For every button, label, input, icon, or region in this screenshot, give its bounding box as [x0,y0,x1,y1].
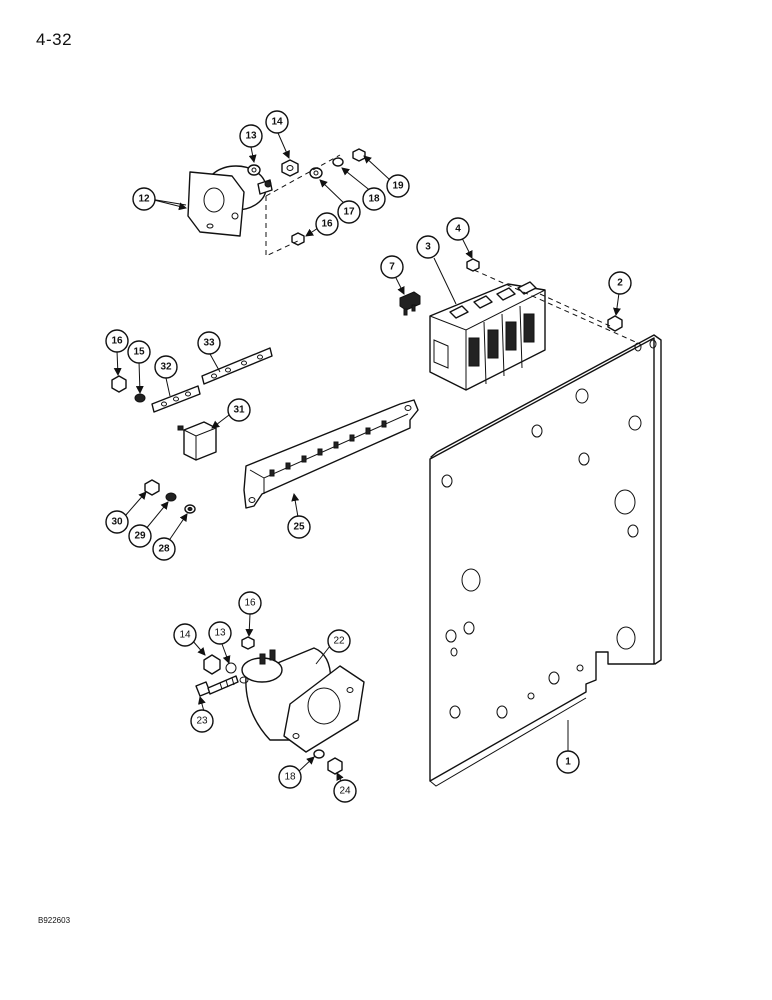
svg-text:16: 16 [321,219,333,230]
callout-33: 33 [197,331,221,355]
callout-23: 23 [190,709,214,733]
svg-text:25: 25 [293,522,305,533]
callout-12: 12 [132,187,156,211]
svg-text:15: 15 [133,347,145,358]
callout-31: 31 [227,398,251,422]
callout-25: 25 [287,515,311,539]
svg-text:32: 32 [160,362,172,373]
callout-18-lower: 18 [278,765,302,789]
relay-lower [239,647,365,753]
svg-text:2: 2 [617,278,623,289]
svg-text:7: 7 [389,262,395,273]
mounting-panel [429,334,662,787]
callout-1: 1 [556,750,580,774]
svg-text:31: 31 [233,405,245,416]
callout-14-upper: 14 [265,110,289,134]
callout-16-lower: 16 [238,591,262,615]
svg-text:12: 12 [138,194,150,205]
svg-text:24: 24 [339,786,351,797]
bus-bar-32 [151,385,201,413]
svg-text:30: 30 [111,517,123,528]
page-number: 4-32 [36,30,73,49]
leader-lines [113,132,621,790]
svg-text:33: 33 [203,338,215,349]
terminal-strip [243,399,419,509]
bus-bar-33 [201,347,273,385]
relay-upper [187,165,273,237]
fuse-block [429,281,546,391]
svg-text:4: 4 [455,224,461,235]
circuit-breaker [177,421,217,461]
svg-text:22: 22 [333,636,345,647]
callout-16-left: 16 [105,329,129,353]
svg-text:23: 23 [196,716,208,727]
svg-text:28: 28 [158,544,170,555]
callout-19: 19 [386,174,410,198]
lower-hardware [195,636,343,775]
figure-reference-code: B922603 [38,916,71,925]
callout-28: 28 [152,537,176,561]
svg-text:14: 14 [179,630,191,641]
callout-18-upper: 18 [362,187,386,211]
panel-holes [441,339,657,719]
svg-text:19: 19 [392,181,404,192]
svg-text:3: 3 [425,242,431,253]
callout-32: 32 [154,355,178,379]
callout-30: 30 [105,510,129,534]
callout-29: 29 [128,524,152,548]
svg-text:1: 1 [565,757,571,768]
svg-text:16: 16 [111,336,123,347]
callout-17: 17 [337,200,361,224]
svg-text:18: 18 [368,194,380,205]
callout-24: 24 [333,779,357,803]
svg-text:29: 29 [134,531,146,542]
svg-text:13: 13 [245,131,257,142]
svg-text:16: 16 [244,598,256,609]
svg-text:13: 13 [214,628,226,639]
svg-text:17: 17 [343,207,355,218]
callout-4: 4 [446,217,470,241]
callout-16-upper: 16 [315,212,339,236]
callout-2: 2 [608,271,632,295]
callout-7: 7 [380,255,404,279]
callout-3: 3 [416,235,440,259]
fuse [399,291,421,316]
callout-14-lower: 14 [173,623,197,647]
svg-text:14: 14 [271,117,283,128]
callout-22: 22 [327,629,351,653]
svg-text:18: 18 [284,772,296,783]
callout-13-lower: 13 [208,621,232,645]
callout-15: 15 [127,340,151,364]
left-hardware [111,375,196,514]
callout-13-upper: 13 [239,124,263,148]
